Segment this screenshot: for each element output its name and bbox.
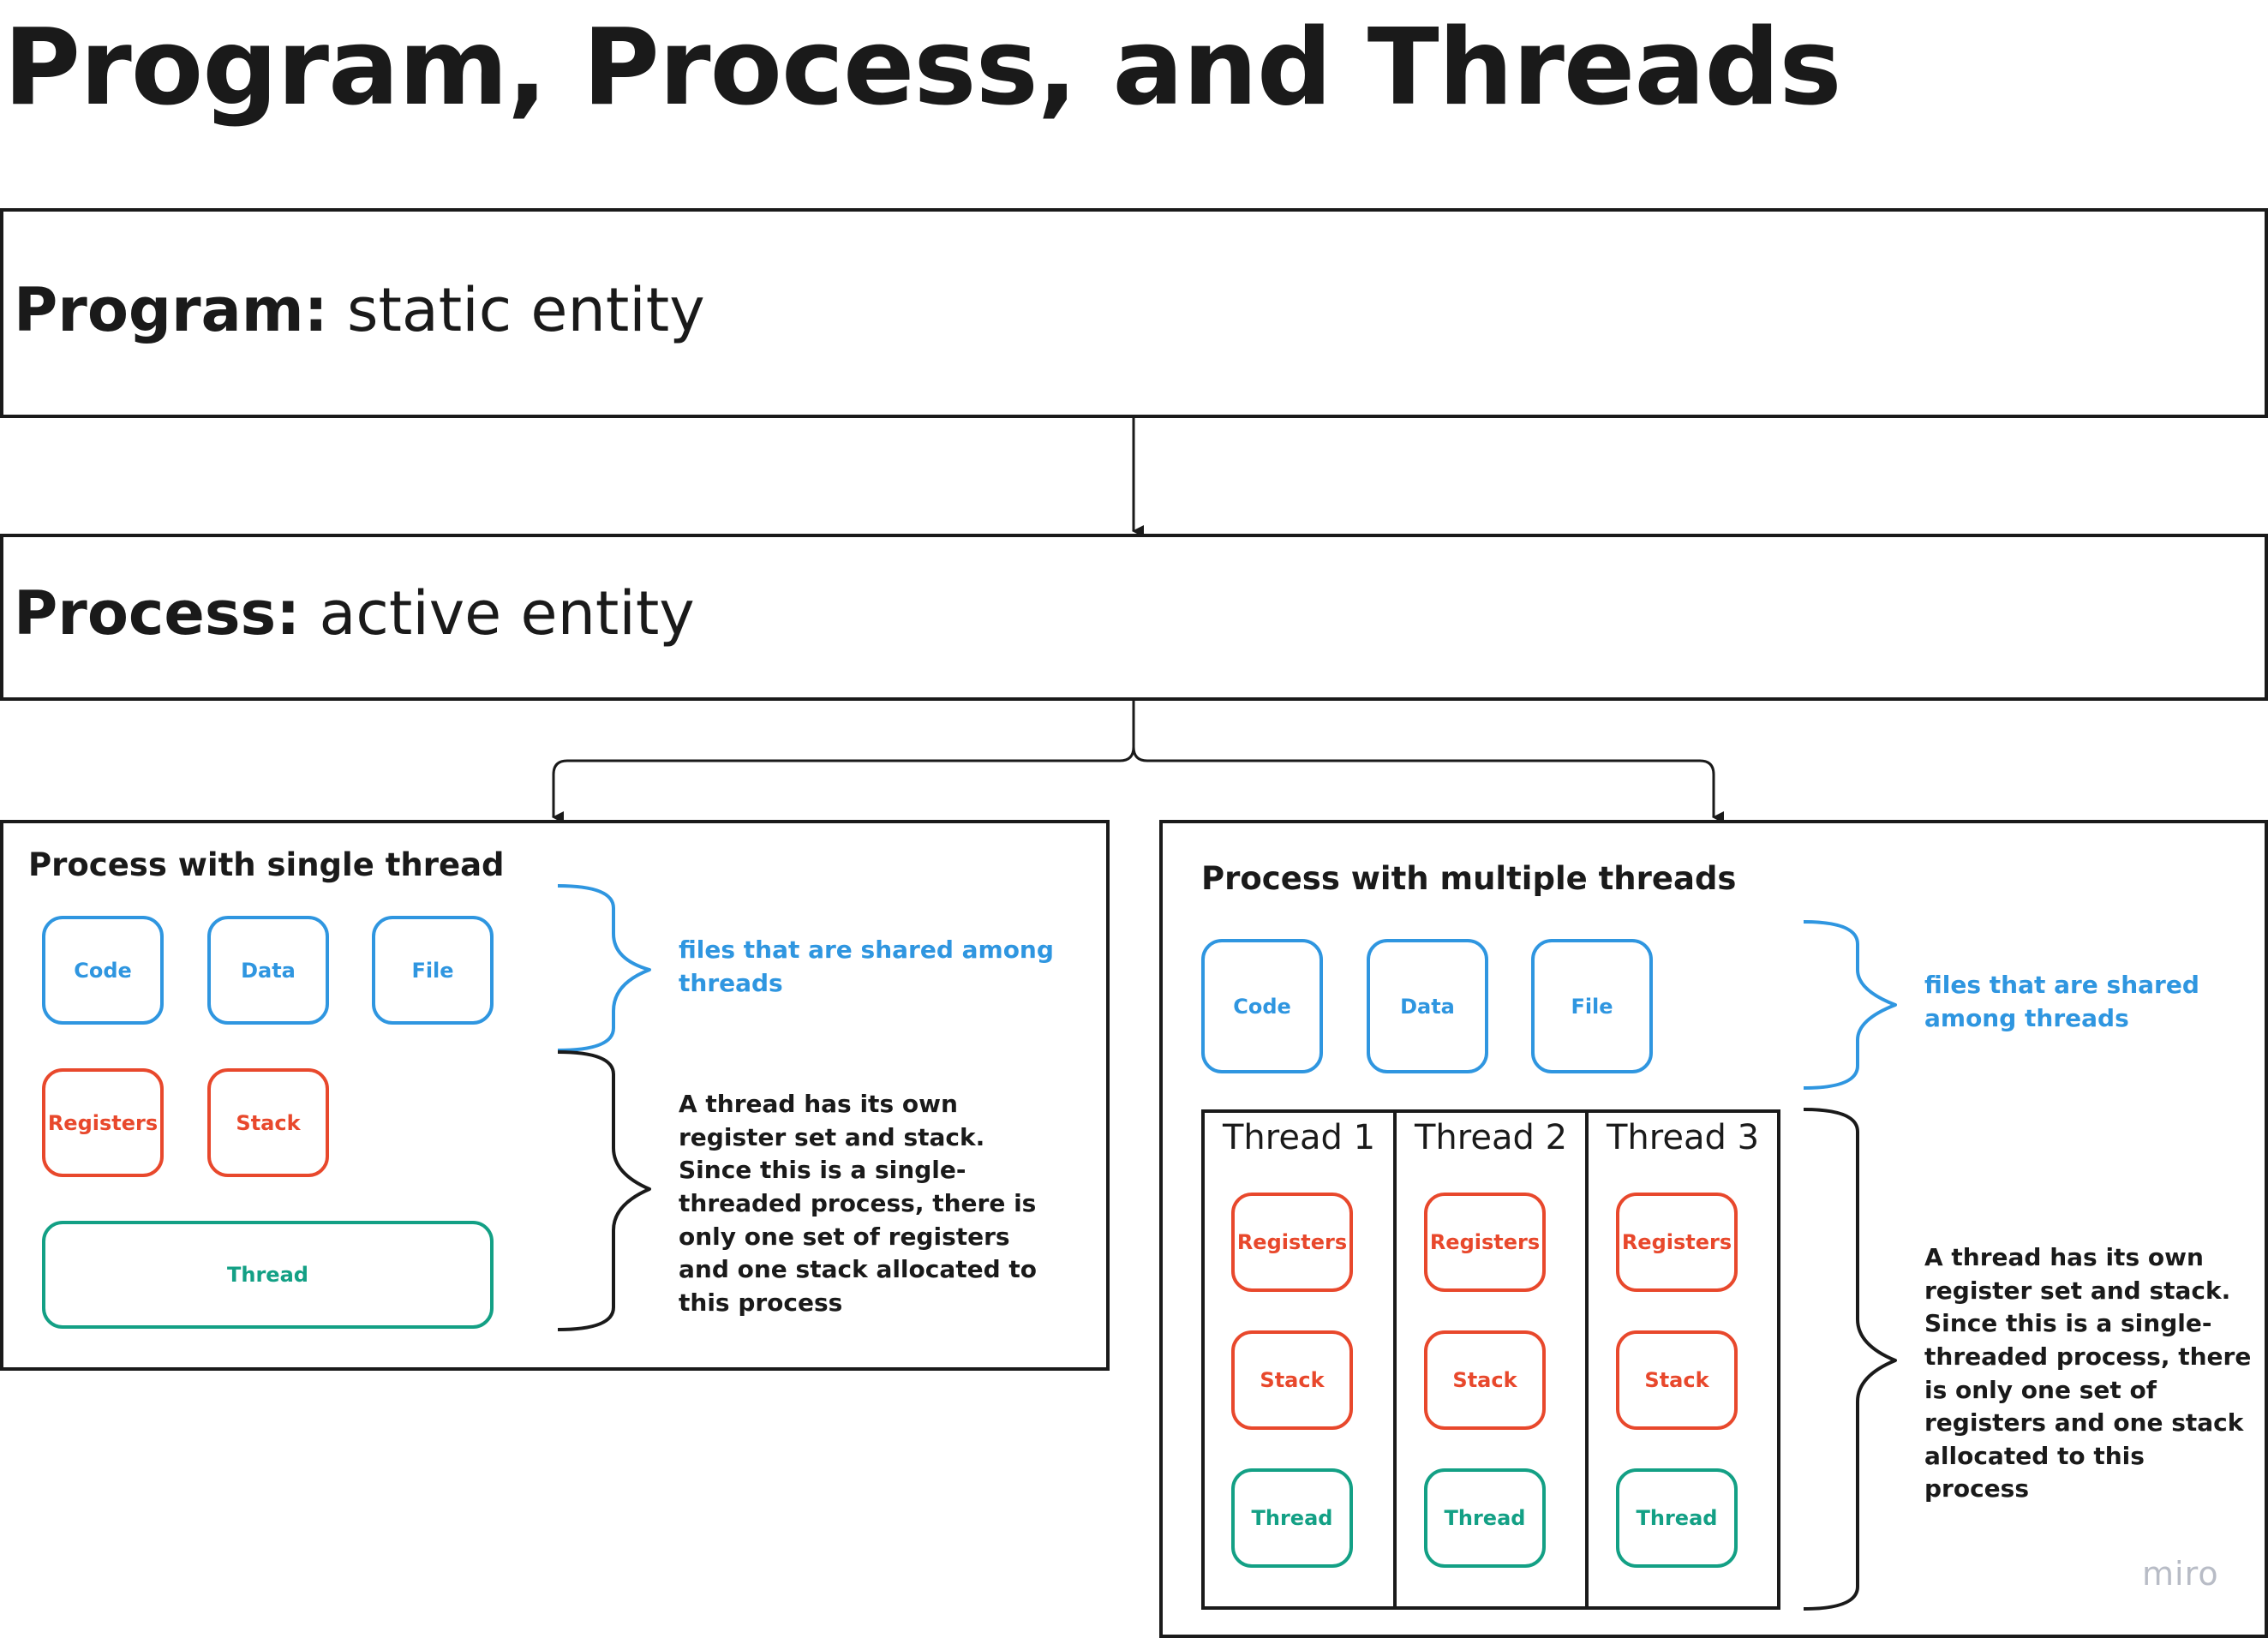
multi-own-brace-icon (1803, 1108, 1897, 1611)
single-file-box: File (372, 916, 494, 1025)
single-shared-brace-icon (557, 884, 651, 1052)
process-to-multi-arrow (1132, 746, 1724, 823)
thread-1-title: Thread 1 (1222, 1118, 1376, 1157)
thread-3-thread-box: Thread (1616, 1468, 1738, 1568)
single-thread-panel-title: Process with single thread (28, 846, 505, 883)
thread-2-thread-box: Thread (1424, 1468, 1546, 1568)
single-code-box: Code (42, 916, 164, 1025)
single-own-brace-icon (557, 1050, 651, 1331)
process-label: Process: (14, 578, 301, 649)
program-label: Program: (14, 275, 328, 345)
process-desc: active entity (319, 578, 695, 649)
multi-thread-panel-title: Process with multiple threads (1201, 860, 1737, 897)
program-desc: static entity (346, 275, 705, 345)
multi-file-box: File (1531, 939, 1653, 1073)
program-entity-text: Program: static entity (14, 280, 705, 340)
multi-data-box: Data (1367, 939, 1488, 1073)
thread-2-stack-box: Stack (1424, 1330, 1546, 1430)
miro-watermark: miro (2142, 1555, 2219, 1593)
single-thread-box: Thread (42, 1221, 494, 1329)
process-entity-text: Process: active entity (14, 583, 695, 643)
thread-3-registers-box: Registers (1616, 1193, 1738, 1292)
thread-1-stack-box: Stack (1231, 1330, 1353, 1430)
program-box: Program: static entity (0, 208, 2268, 418)
multi-own-note: A thread has its own register set and st… (1924, 1243, 2252, 1503)
thread-3-stack-box: Stack (1616, 1330, 1738, 1430)
single-own-note: A thread has its own register set and st… (679, 1090, 1038, 1317)
single-data-box: Data (207, 916, 329, 1025)
thread-1-thread-box: Thread (1231, 1468, 1353, 1568)
thread-3-title: Thread 3 (1606, 1118, 1760, 1157)
multi-code-box: Code (1201, 939, 1323, 1073)
single-stack-box: Stack (207, 1068, 329, 1177)
process-to-single-arrow (552, 701, 1135, 823)
page-title: Program, Process, and Threads (3, 7, 1842, 129)
thread-2-title: Thread 2 (1414, 1118, 1568, 1157)
single-shared-note: files that are shared among threads (679, 936, 1054, 997)
multi-shared-brace-icon (1803, 920, 1897, 1090)
thread-1-registers-box: Registers (1231, 1193, 1353, 1292)
multi-shared-note: files that are shared among threads (1924, 971, 2199, 1032)
single-registers-box: Registers (42, 1068, 164, 1177)
thread-2-registers-box: Registers (1424, 1193, 1546, 1292)
